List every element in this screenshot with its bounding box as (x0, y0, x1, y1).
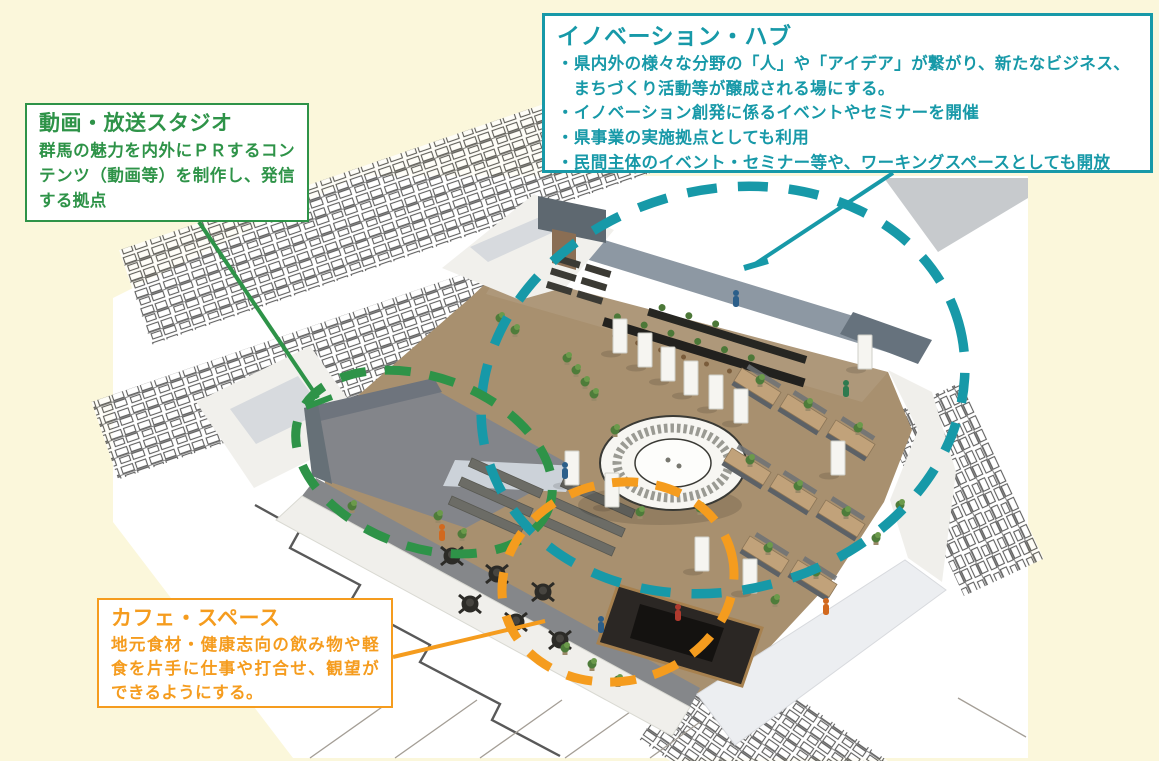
studio-description: 群馬の魅力を内外にＰＲするコンテンツ（動画等）を制作し、発信する拠点 (39, 142, 295, 210)
innovation-hub-title: イノベーション・ハブ (557, 23, 792, 49)
bullet-item: ・イノベーション創発に係るイベントやセミナーを開催 (557, 104, 980, 123)
cafe-area-outline (497, 477, 739, 687)
cafe-title: カフェ・スペース (111, 607, 281, 630)
callout-innovation-hub: イノベーション・ハブ ・県内外の様々な分野の「人」や「アイデア」が繋がり、新たな… (542, 13, 1153, 173)
central-round-bench (578, 415, 747, 525)
callout-studio: 動画・放送スタジオ 群馬の魅力を内外にＰＲするコンテンツ（動画等）を制作し、発信… (25, 103, 309, 222)
innovation-hub-bullets: ・県内外の様々な分野の「人」や「アイデア」が繋がり、新たなビジネス、まちづくり活… (557, 52, 1138, 176)
bullet-item: ・県事業の実施拠点としても利用 (557, 129, 810, 147)
bullet-item: ・民間主体のイベント・セミナー等や、ワーキングスペースとしても開放 (557, 153, 1111, 172)
innovation-hub-area-outline (476, 181, 970, 599)
callout-cafe: カフェ・スペース 地元食材・健康志向の飲み物や軽食を片手に仕事や打合せ、観望がで… (97, 598, 393, 708)
studio-title: 動画・放送スタジオ (39, 112, 233, 135)
leader-lines (197, 171, 895, 659)
bullet-item: ・県内外の様々な分野の「人」や「アイデア」が繋がり、新たなビジネス、まちづくり活… (557, 54, 1131, 98)
roof-band (560, 231, 906, 354)
cafe-description: 地元食材・健康志向の飲み物や軽食を片手に仕事や打合せ、観望ができるようにする。 (111, 636, 379, 703)
